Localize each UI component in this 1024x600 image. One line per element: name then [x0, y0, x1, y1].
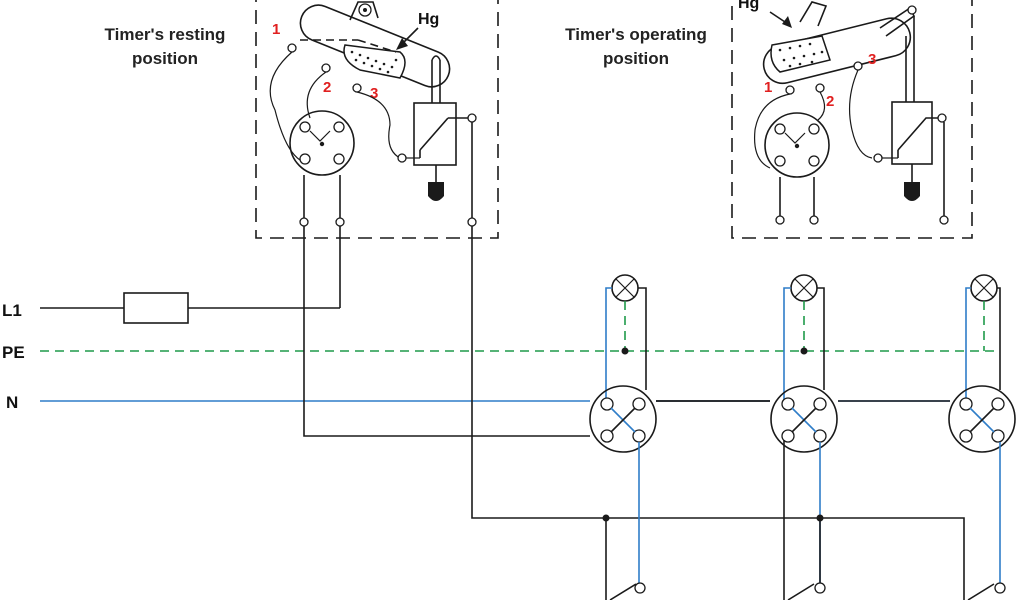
timer-operating-title-line2: position [603, 49, 669, 68]
timer-operating-contact [873, 16, 947, 201]
junction-box-3 [948, 385, 1016, 453]
timer-resting-hg-label: Hg [418, 11, 439, 28]
mercury-tube-icon [299, 1, 451, 88]
junction-box-1 [589, 385, 657, 453]
bus-label-n: N [6, 393, 18, 412]
timer-resting-title-line1: Timer's resting [105, 25, 226, 44]
mercury-tube-icon [762, 1, 917, 85]
junction-box-2 [770, 385, 838, 453]
timer-motor-icon [289, 110, 355, 176]
timer-resting: Timer's resting position Hg 1 2 3 [105, 0, 499, 239]
lamp-circuit-1 [589, 274, 657, 600]
hg-arrowhead-op [782, 16, 792, 28]
timer-resting-terminal-1: 1 [272, 21, 280, 38]
push-button-icon [967, 582, 1006, 600]
timer-resting-title-line2: position [132, 49, 198, 68]
timer-resting-enclosure [255, 0, 499, 239]
timer-resting-terminal-3: 3 [370, 85, 378, 102]
timer-operating-hg-label: Hg [738, 0, 759, 12]
fuse-icon [123, 292, 189, 324]
timer-operating: Timer's operating position Hg 1 2 3 [565, 0, 973, 239]
hg-arrow [401, 27, 419, 45]
bus-label-pe: PE [2, 343, 25, 362]
timer-operating-title-line1: Timer's operating [565, 25, 707, 44]
hg-arrowhead [396, 38, 408, 50]
bus-label-l1: L1 [2, 301, 22, 320]
lamp-circuit-3 [948, 274, 1016, 600]
timer-resting-contact [397, 55, 477, 201]
timer-operating-enclosure [731, 0, 973, 239]
push-button-icon [605, 582, 646, 600]
timer-motor-icon [764, 112, 830, 178]
feed-wire-a [303, 226, 590, 437]
push-button-icon [783, 582, 826, 600]
timer-operating-terminal-2: 2 [826, 93, 834, 110]
timer-resting-terminal-2: 2 [323, 79, 331, 96]
timer-operating-terminal-3: 3 [868, 51, 876, 68]
lamp-circuit-2 [770, 274, 838, 600]
timer-operating-terminal-1: 1 [764, 79, 772, 96]
feed-wire-b [471, 226, 965, 600]
line-l1 [40, 226, 341, 324]
